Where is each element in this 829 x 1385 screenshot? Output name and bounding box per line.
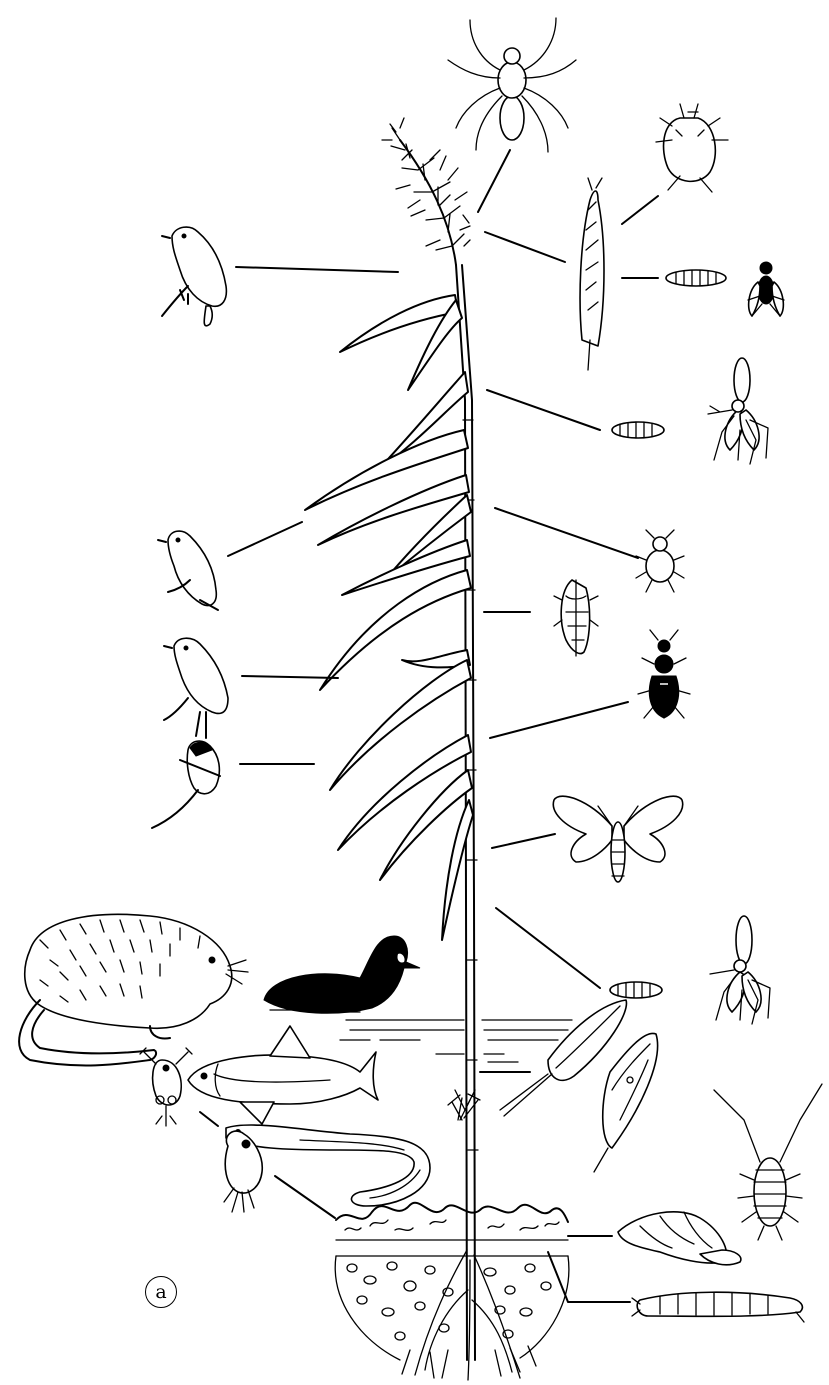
diatom-icon bbox=[500, 1000, 658, 1172]
coot-icon bbox=[264, 936, 420, 1013]
link-chironomid bbox=[548, 1252, 630, 1302]
link-warbler-low bbox=[242, 676, 338, 678]
link-midge-bottom bbox=[496, 908, 600, 988]
mite-icon bbox=[656, 104, 728, 192]
link-warbler-top bbox=[236, 267, 398, 272]
beetle-icon bbox=[638, 630, 690, 718]
gall-stem-icon bbox=[580, 178, 604, 370]
warbler-icon bbox=[164, 638, 228, 738]
fish-icon bbox=[188, 1026, 378, 1124]
link-gall-fly bbox=[485, 232, 565, 262]
aphid-icon bbox=[636, 530, 684, 592]
worm-larva-icon bbox=[632, 1292, 804, 1322]
link-mite bbox=[622, 196, 658, 224]
link-moth bbox=[492, 834, 555, 848]
moth-icon bbox=[553, 796, 682, 882]
leafhopper-icon bbox=[554, 580, 598, 656]
link-midge-top bbox=[487, 390, 600, 430]
muskrat-icon bbox=[19, 914, 248, 1065]
snail-icon bbox=[618, 1212, 741, 1265]
spider-icon bbox=[448, 18, 576, 152]
link-water-flea bbox=[200, 1112, 218, 1126]
midge-icon bbox=[612, 422, 664, 438]
midge-icon bbox=[610, 982, 662, 998]
midge-fly-icon bbox=[708, 358, 768, 464]
tit-icon bbox=[152, 741, 220, 828]
warbler-icon bbox=[158, 531, 218, 610]
panel-label: a bbox=[145, 1276, 177, 1308]
link-rotifer bbox=[275, 1176, 335, 1218]
warbler-icon bbox=[162, 227, 226, 326]
link-aphid bbox=[495, 508, 638, 558]
woodlouse-icon bbox=[714, 1084, 822, 1240]
gall-fly-icon bbox=[748, 262, 784, 316]
sediment-block bbox=[335, 1203, 569, 1378]
reed-leaves bbox=[305, 295, 473, 940]
link-warbler-mid bbox=[228, 522, 302, 556]
link-spider bbox=[478, 150, 510, 212]
reed-panicle bbox=[382, 118, 470, 265]
link-beetle bbox=[490, 702, 628, 738]
larva-icon bbox=[666, 270, 726, 286]
midge-fly-icon bbox=[710, 916, 770, 1024]
